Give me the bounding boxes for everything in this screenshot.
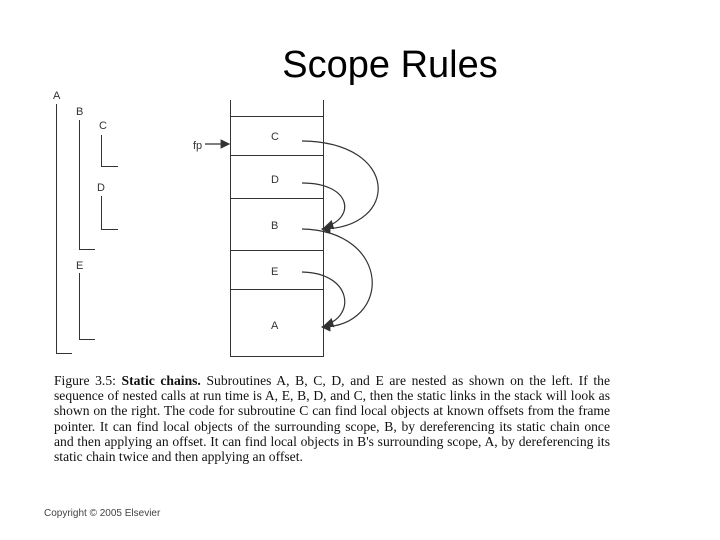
figure-text: Subroutines A, B, C, D, and E are nested… [54,373,610,465]
frame-label-e: E [271,266,279,278]
scope-b-bottom [79,249,95,250]
static-link-d-to-b [301,182,346,230]
nest-label-b: B [76,106,84,118]
frame-divider [231,155,323,156]
static-link-e-to-a [301,271,346,328]
scope-d-vertical [101,196,102,230]
copyright-notice: Copyright © 2005 Elsevier [44,508,161,519]
frame-divider [231,116,323,117]
figure-title: Static chains. [121,373,201,388]
nest-label-a: A [53,90,61,102]
frame-divider [231,289,323,290]
slide-title: Scope Rules [282,44,498,86]
figure-caption: Figure 3.5: Static chains. Subroutines A… [54,373,610,464]
frame-label-b: B [271,220,279,232]
static-link-c-to-b [301,140,379,234]
scope-e-bottom [79,339,95,340]
nest-label-e: E [76,260,84,272]
scope-c-vertical [101,135,102,167]
frame-label-d: D [271,174,279,186]
frame-label-c: C [271,131,279,143]
nest-label-c: C [99,120,107,132]
scope-c-bottom [101,166,118,167]
nest-label-d: D [97,182,105,194]
fp-label: fp [193,140,203,152]
scope-a-vertical [56,104,57,354]
scope-d-bottom [101,229,118,230]
frame-label-a: A [271,320,279,332]
static-link-b-to-a [301,228,373,332]
frame-divider [231,198,323,199]
scope-a-bottom [56,353,72,354]
figure-label: Figure 3.5: [54,373,116,388]
frame-divider [231,250,323,251]
scope-e-vertical [79,273,80,340]
scope-b-vertical [79,120,80,250]
